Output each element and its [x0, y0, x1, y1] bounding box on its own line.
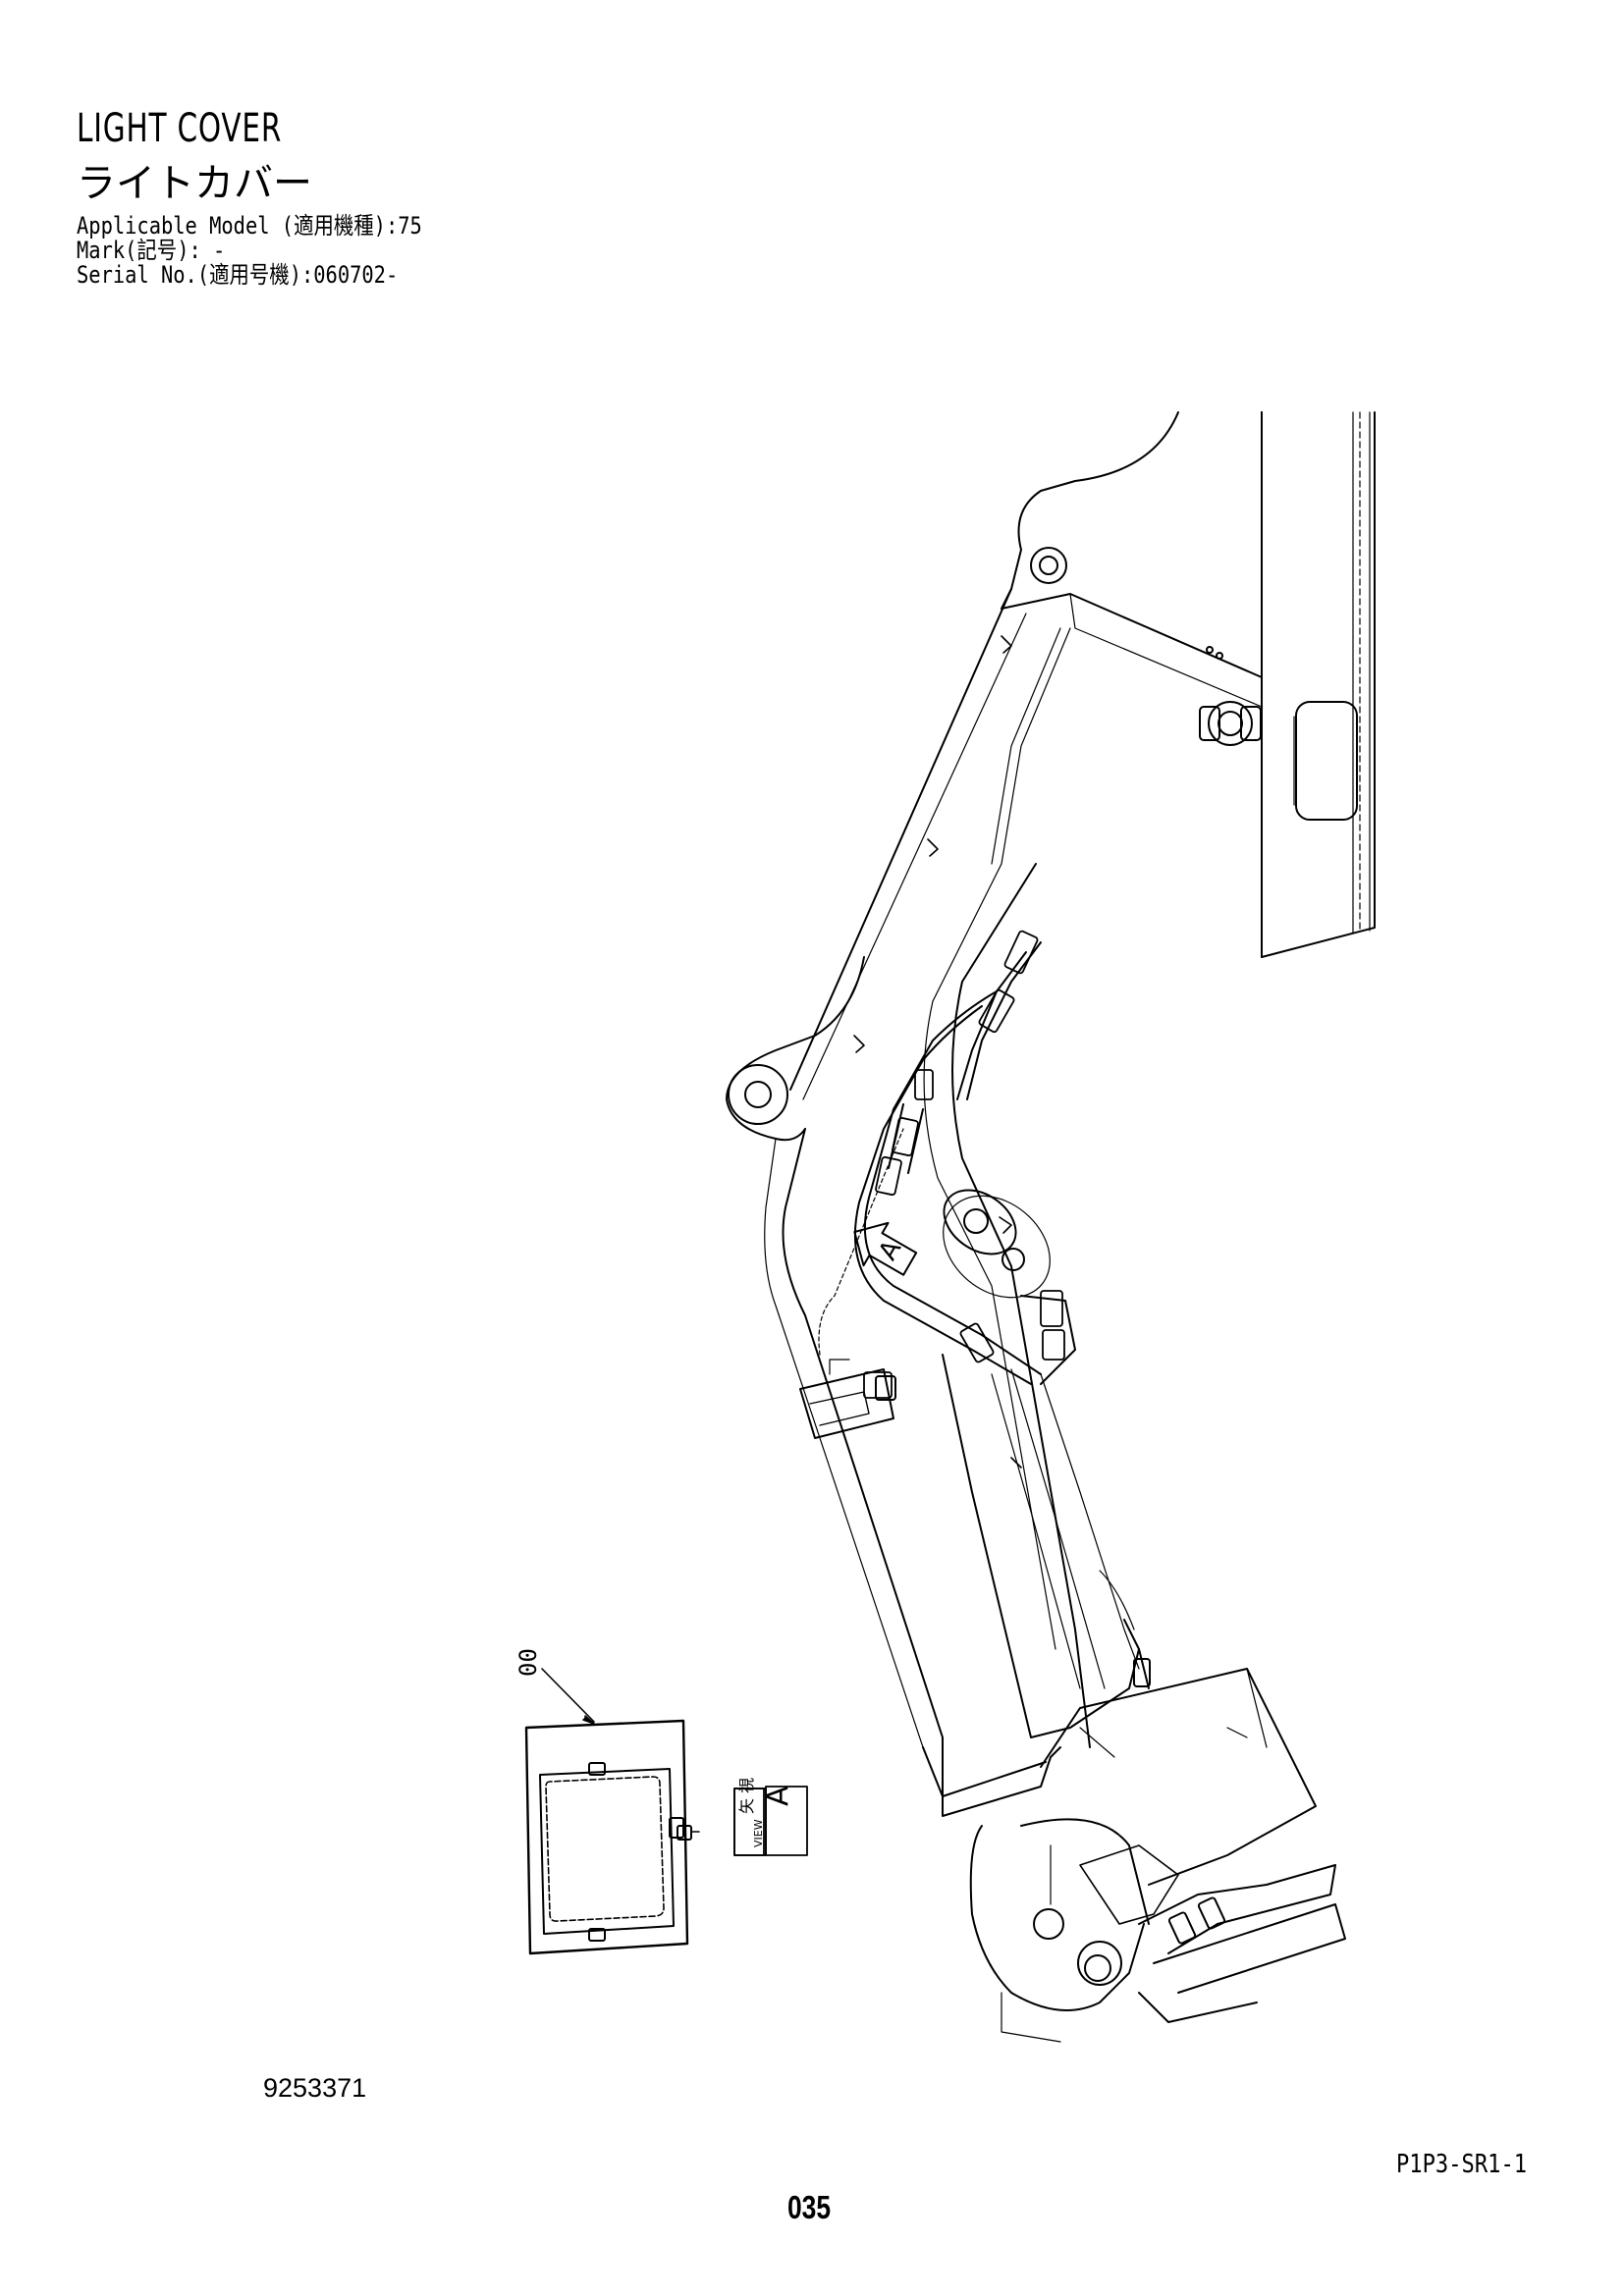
item-number: 00 — [514, 1648, 542, 1677]
title-japanese: ライトカバー — [77, 161, 312, 206]
applicable-model: Applicable Model (適用機種):75 — [77, 212, 422, 240]
part-number: 9253371 — [263, 2073, 367, 2103]
page-reference: P1P3-SR1-1 — [1396, 2150, 1528, 2179]
view-english: VIEW — [752, 1819, 765, 1847]
light-cover-detail — [524, 1668, 700, 1955]
serial-number: Serial No.(適用号機):060702- — [77, 261, 399, 289]
mark: Mark(記号): - — [77, 237, 226, 264]
page-number: 035 — [787, 2189, 832, 2225]
view-japanese: 矢 視 — [737, 1778, 756, 1814]
view-letter: A — [761, 1786, 795, 1806]
title-english: LIGHT COVER — [77, 106, 283, 151]
